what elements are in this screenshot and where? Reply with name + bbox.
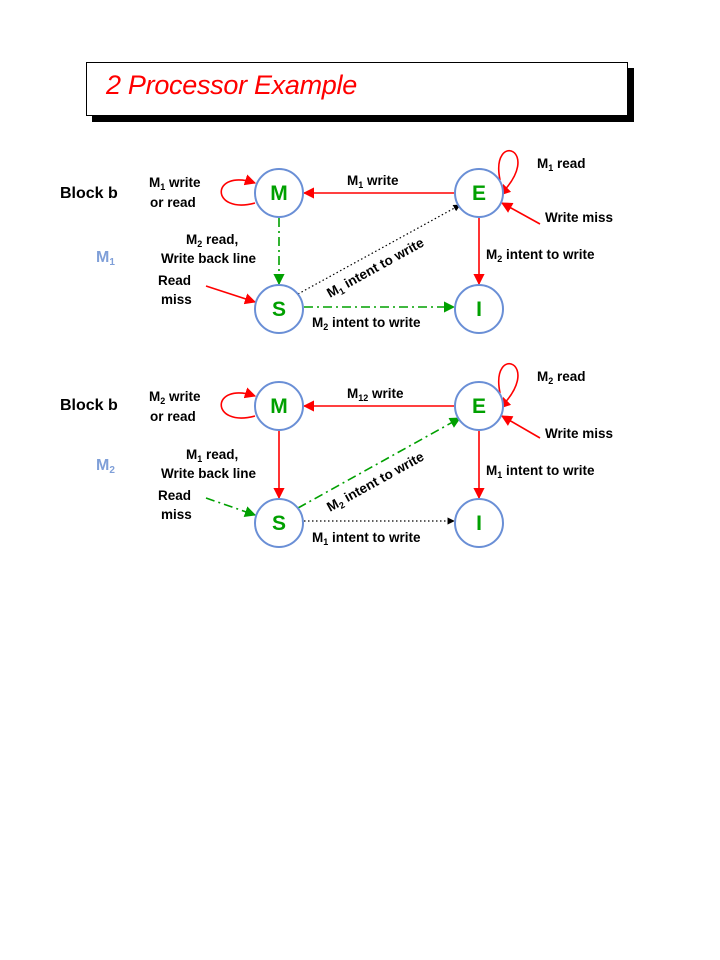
- title-box: [86, 62, 628, 116]
- state-s: S: [272, 512, 286, 535]
- label-m-to-s-line2: Write back line: [161, 466, 257, 481]
- label-e-to-m: M1 write: [347, 173, 399, 190]
- label-m-self-line2: or read: [150, 409, 196, 424]
- state-m: M: [270, 395, 288, 418]
- state-e-circle: [454, 168, 504, 218]
- edge-m-self-loop: [220, 174, 257, 206]
- edge-e-self-loop: [497, 362, 519, 409]
- state-m: M: [270, 182, 288, 205]
- block-label-1: Block b: [60, 185, 118, 202]
- label-e-to-m: M12 write: [347, 386, 404, 403]
- edge-s-to-e: [297, 417, 461, 509]
- state-m-circle: [254, 168, 304, 218]
- label-e-self: M1 read: [537, 156, 586, 173]
- edge-write-miss: [501, 202, 541, 225]
- label-read-miss-line1: Read: [158, 273, 191, 288]
- label-read-miss-line2: miss: [161, 292, 192, 307]
- state-e: E: [472, 182, 486, 205]
- state-e: E: [472, 395, 486, 418]
- block-label-2: Block b: [60, 397, 118, 414]
- state-e-circle: [454, 381, 504, 431]
- label-e-to-i: M2 intent to write: [486, 247, 595, 264]
- label-write-miss: Write miss: [545, 210, 613, 225]
- label-write-miss: Write miss: [545, 426, 613, 441]
- diagram-2: Block b M2 M E S I M2 write or read M12 …: [60, 362, 613, 548]
- label-m-to-s-line2: Write back line: [161, 251, 257, 266]
- state-s-circle: [254, 284, 304, 334]
- edge-e-self-loop: [497, 149, 519, 196]
- label-read-miss-line1: Read: [158, 488, 191, 503]
- edge-read-miss: [205, 497, 257, 517]
- processor-label-2: M2: [96, 457, 115, 476]
- state-i-circle: [454, 498, 504, 548]
- label-read-miss-line2: miss: [161, 507, 192, 522]
- label-e-to-i: M1 intent to write: [486, 463, 595, 480]
- label-m-to-s-line1: M1 read,: [186, 447, 238, 464]
- state-s: S: [272, 298, 286, 321]
- edge-m-self-loop: [220, 387, 257, 419]
- state-i-circle: [454, 284, 504, 334]
- processor-label-1: M1: [96, 249, 115, 268]
- label-s-to-i: M1 intent to write: [312, 530, 421, 547]
- label-s-to-e: M1 intent to write: [324, 235, 428, 303]
- page-title: 2 Processor Example: [106, 70, 357, 100]
- diagram-1: Block b M1 M E S I M1 write or read M1 w…: [60, 149, 613, 334]
- label-m-self-line1: M1 write: [149, 175, 201, 192]
- state-m-circle: [254, 381, 304, 431]
- edge-write-miss: [501, 415, 541, 439]
- label-s-to-e: M2 intent to write: [324, 449, 428, 517]
- state-i: I: [476, 512, 482, 535]
- label-m-to-s-line1: M2 read,: [186, 232, 238, 249]
- edge-read-miss: [205, 285, 257, 305]
- edge-s-to-e: [297, 204, 461, 295]
- state-i: I: [476, 298, 482, 321]
- label-s-to-i: M2 intent to write: [312, 315, 421, 332]
- state-s-circle: [254, 498, 304, 548]
- label-e-self: M2 read: [537, 369, 586, 386]
- label-m-self-line2: or read: [150, 195, 196, 210]
- label-m-self-line1: M2 write: [149, 389, 201, 406]
